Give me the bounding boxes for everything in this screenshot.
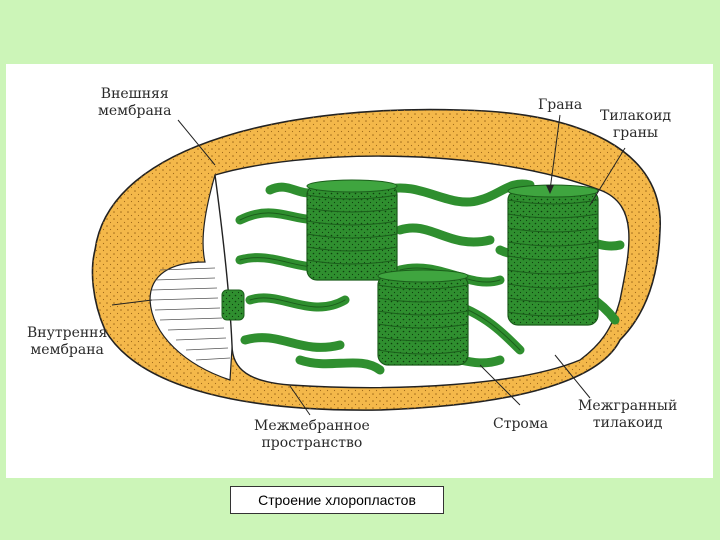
label-intergranal-thylakoid: Межгранный тилакоид: [578, 398, 677, 432]
granum-small: [222, 290, 244, 320]
label-inner-membrane: Внутрення мембрана: [27, 325, 107, 359]
granum-3: [508, 185, 598, 325]
granum-2: [378, 270, 468, 365]
granum-1: [307, 180, 397, 280]
slide-caption: Строение хлоропластов: [230, 486, 444, 514]
label-granum-thylakoid: Тилакоид граны: [600, 108, 671, 142]
label-intermembrane-space: Межмебранное пространство: [254, 418, 370, 452]
label-outer-membrane: Внешняя мембрана: [98, 86, 171, 120]
label-stroma: Строма: [493, 416, 548, 433]
label-granum: Грана: [538, 97, 582, 114]
